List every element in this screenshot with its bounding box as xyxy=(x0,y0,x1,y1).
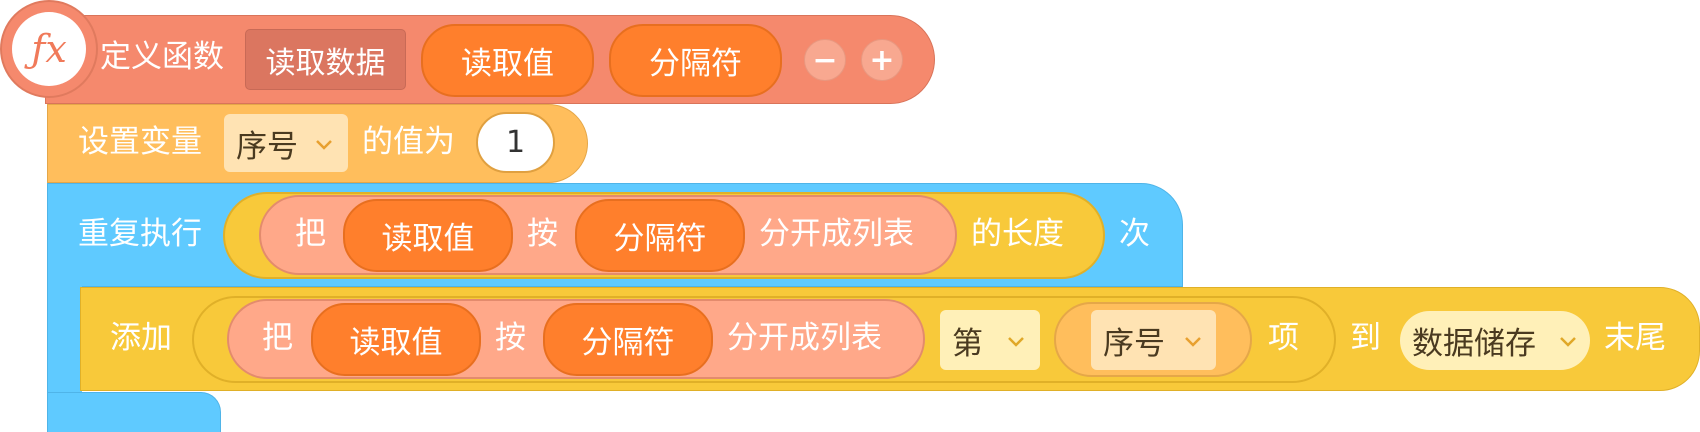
chevron-down-icon xyxy=(1560,337,1576,347)
variable-dropdown[interactable]: 序号 xyxy=(224,114,348,172)
split-to-list-label: 分开成列表 xyxy=(759,216,914,252)
value-to-label: 的值为 xyxy=(362,124,455,160)
add-param-button[interactable]: + xyxy=(861,39,903,81)
split-to-list-label-2: 分开成列表 xyxy=(727,320,882,356)
define-function-label: 定义函数 xyxy=(100,39,224,75)
item-label: 项 xyxy=(1268,320,1299,356)
split-value-reporter[interactable]: 读取值 xyxy=(343,199,513,272)
split-by-label: 按 xyxy=(527,216,558,252)
remove-param-button[interactable]: − xyxy=(804,39,846,81)
repeat-times-label: 次 xyxy=(1119,216,1150,252)
end-label: 末尾 xyxy=(1604,320,1666,356)
nth-mode-value: 第 xyxy=(952,325,983,362)
list-dropdown[interactable]: 数据储存 xyxy=(1400,311,1590,370)
index-variable-value: 序号 xyxy=(1103,325,1165,362)
chevron-down-icon xyxy=(1008,337,1024,347)
function-icon-background xyxy=(12,12,86,86)
chevron-down-icon xyxy=(1185,337,1201,347)
length-of-label: 的长度 xyxy=(971,216,1064,252)
index-variable-dropdown[interactable]: 序号 xyxy=(1091,310,1216,370)
set-value-input[interactable]: 1 xyxy=(476,112,555,173)
param-read-value[interactable]: 读取值 xyxy=(421,24,594,97)
split-separator-reporter-2[interactable]: 分隔符 xyxy=(543,303,713,376)
repeat-block-foot xyxy=(47,392,221,432)
repeat-block-arm xyxy=(47,283,82,393)
function-name-field[interactable]: 读取数据 xyxy=(245,29,406,90)
chevron-down-icon xyxy=(316,140,332,150)
split-separator-reporter[interactable]: 分隔符 xyxy=(575,199,745,272)
set-variable-label: 设置变量 xyxy=(78,124,202,160)
split-value-reporter-2[interactable]: 读取值 xyxy=(311,303,481,376)
fx-icon: ƒx xyxy=(31,27,67,71)
repeat-label: 重复执行 xyxy=(78,216,202,252)
to-label: 到 xyxy=(1350,320,1381,356)
nth-mode-dropdown[interactable]: 第 xyxy=(940,310,1040,370)
param-separator[interactable]: 分隔符 xyxy=(609,24,782,97)
split-by-label-2: 按 xyxy=(495,320,526,356)
split-ba-label: 把 xyxy=(295,216,326,252)
variable-dropdown-value: 序号 xyxy=(236,128,298,165)
list-dropdown-value: 数据储存 xyxy=(1412,326,1536,362)
split-ba-label-2: 把 xyxy=(262,320,293,356)
add-label: 添加 xyxy=(110,320,172,356)
